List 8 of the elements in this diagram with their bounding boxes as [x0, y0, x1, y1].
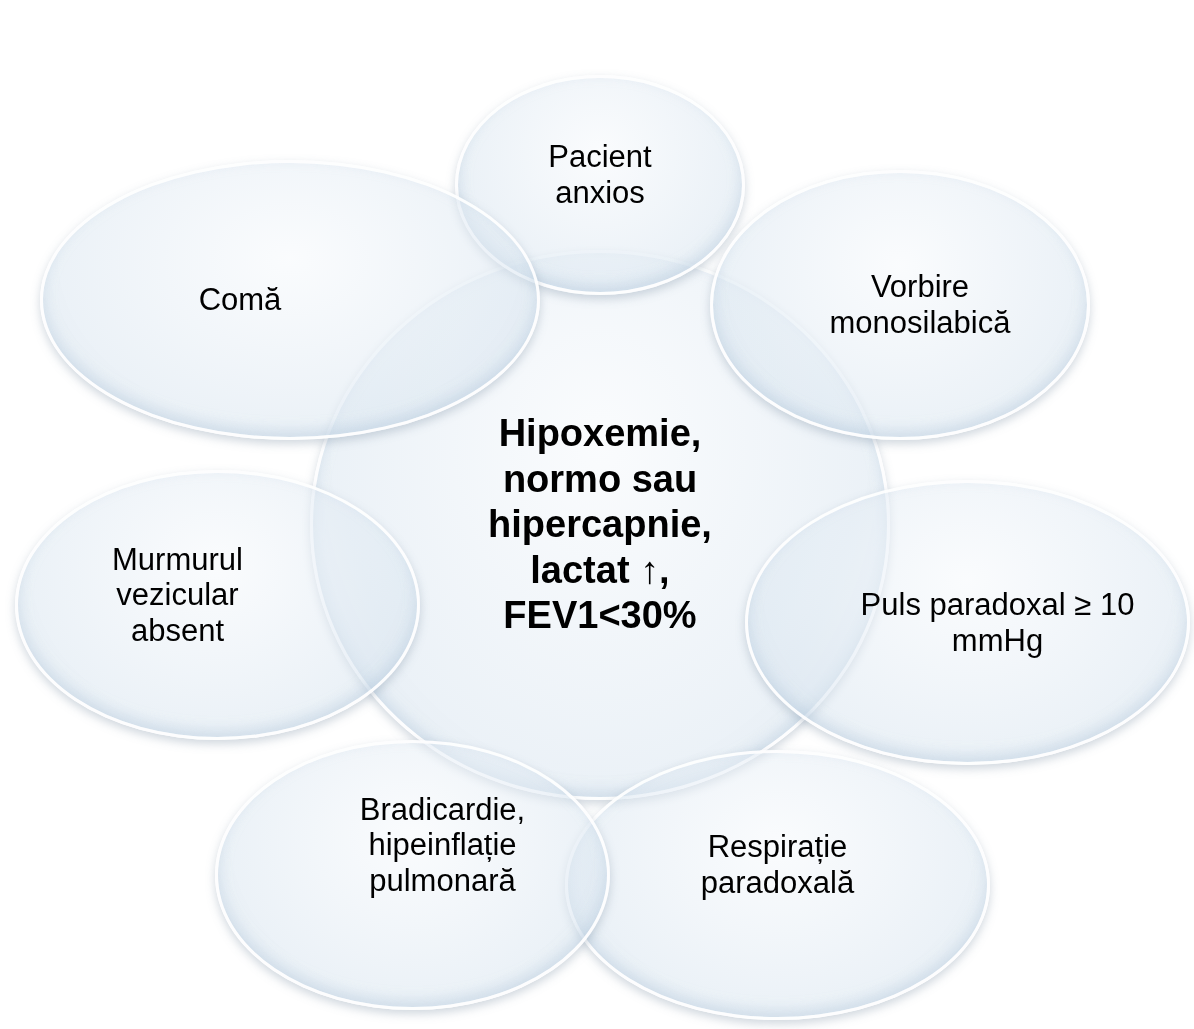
node-text: Murmurul vezicular absent: [111, 541, 244, 649]
node-text: Pacient anxios: [547, 139, 653, 211]
node-text: Puls paradoxal ≥ 10 mmHg: [859, 586, 1136, 659]
node-text: Respirație paradoxală: [699, 829, 856, 901]
node-text: Comă: [198, 282, 282, 318]
node-text: Bradicardie, hipeinflație pulmonară: [358, 791, 527, 899]
central-text: Hipoxemie, normo sau hipercapnie, lactat ↑, FEV1<30%: [487, 411, 713, 639]
node-text: Vorbire monosilabică: [828, 269, 1012, 341]
